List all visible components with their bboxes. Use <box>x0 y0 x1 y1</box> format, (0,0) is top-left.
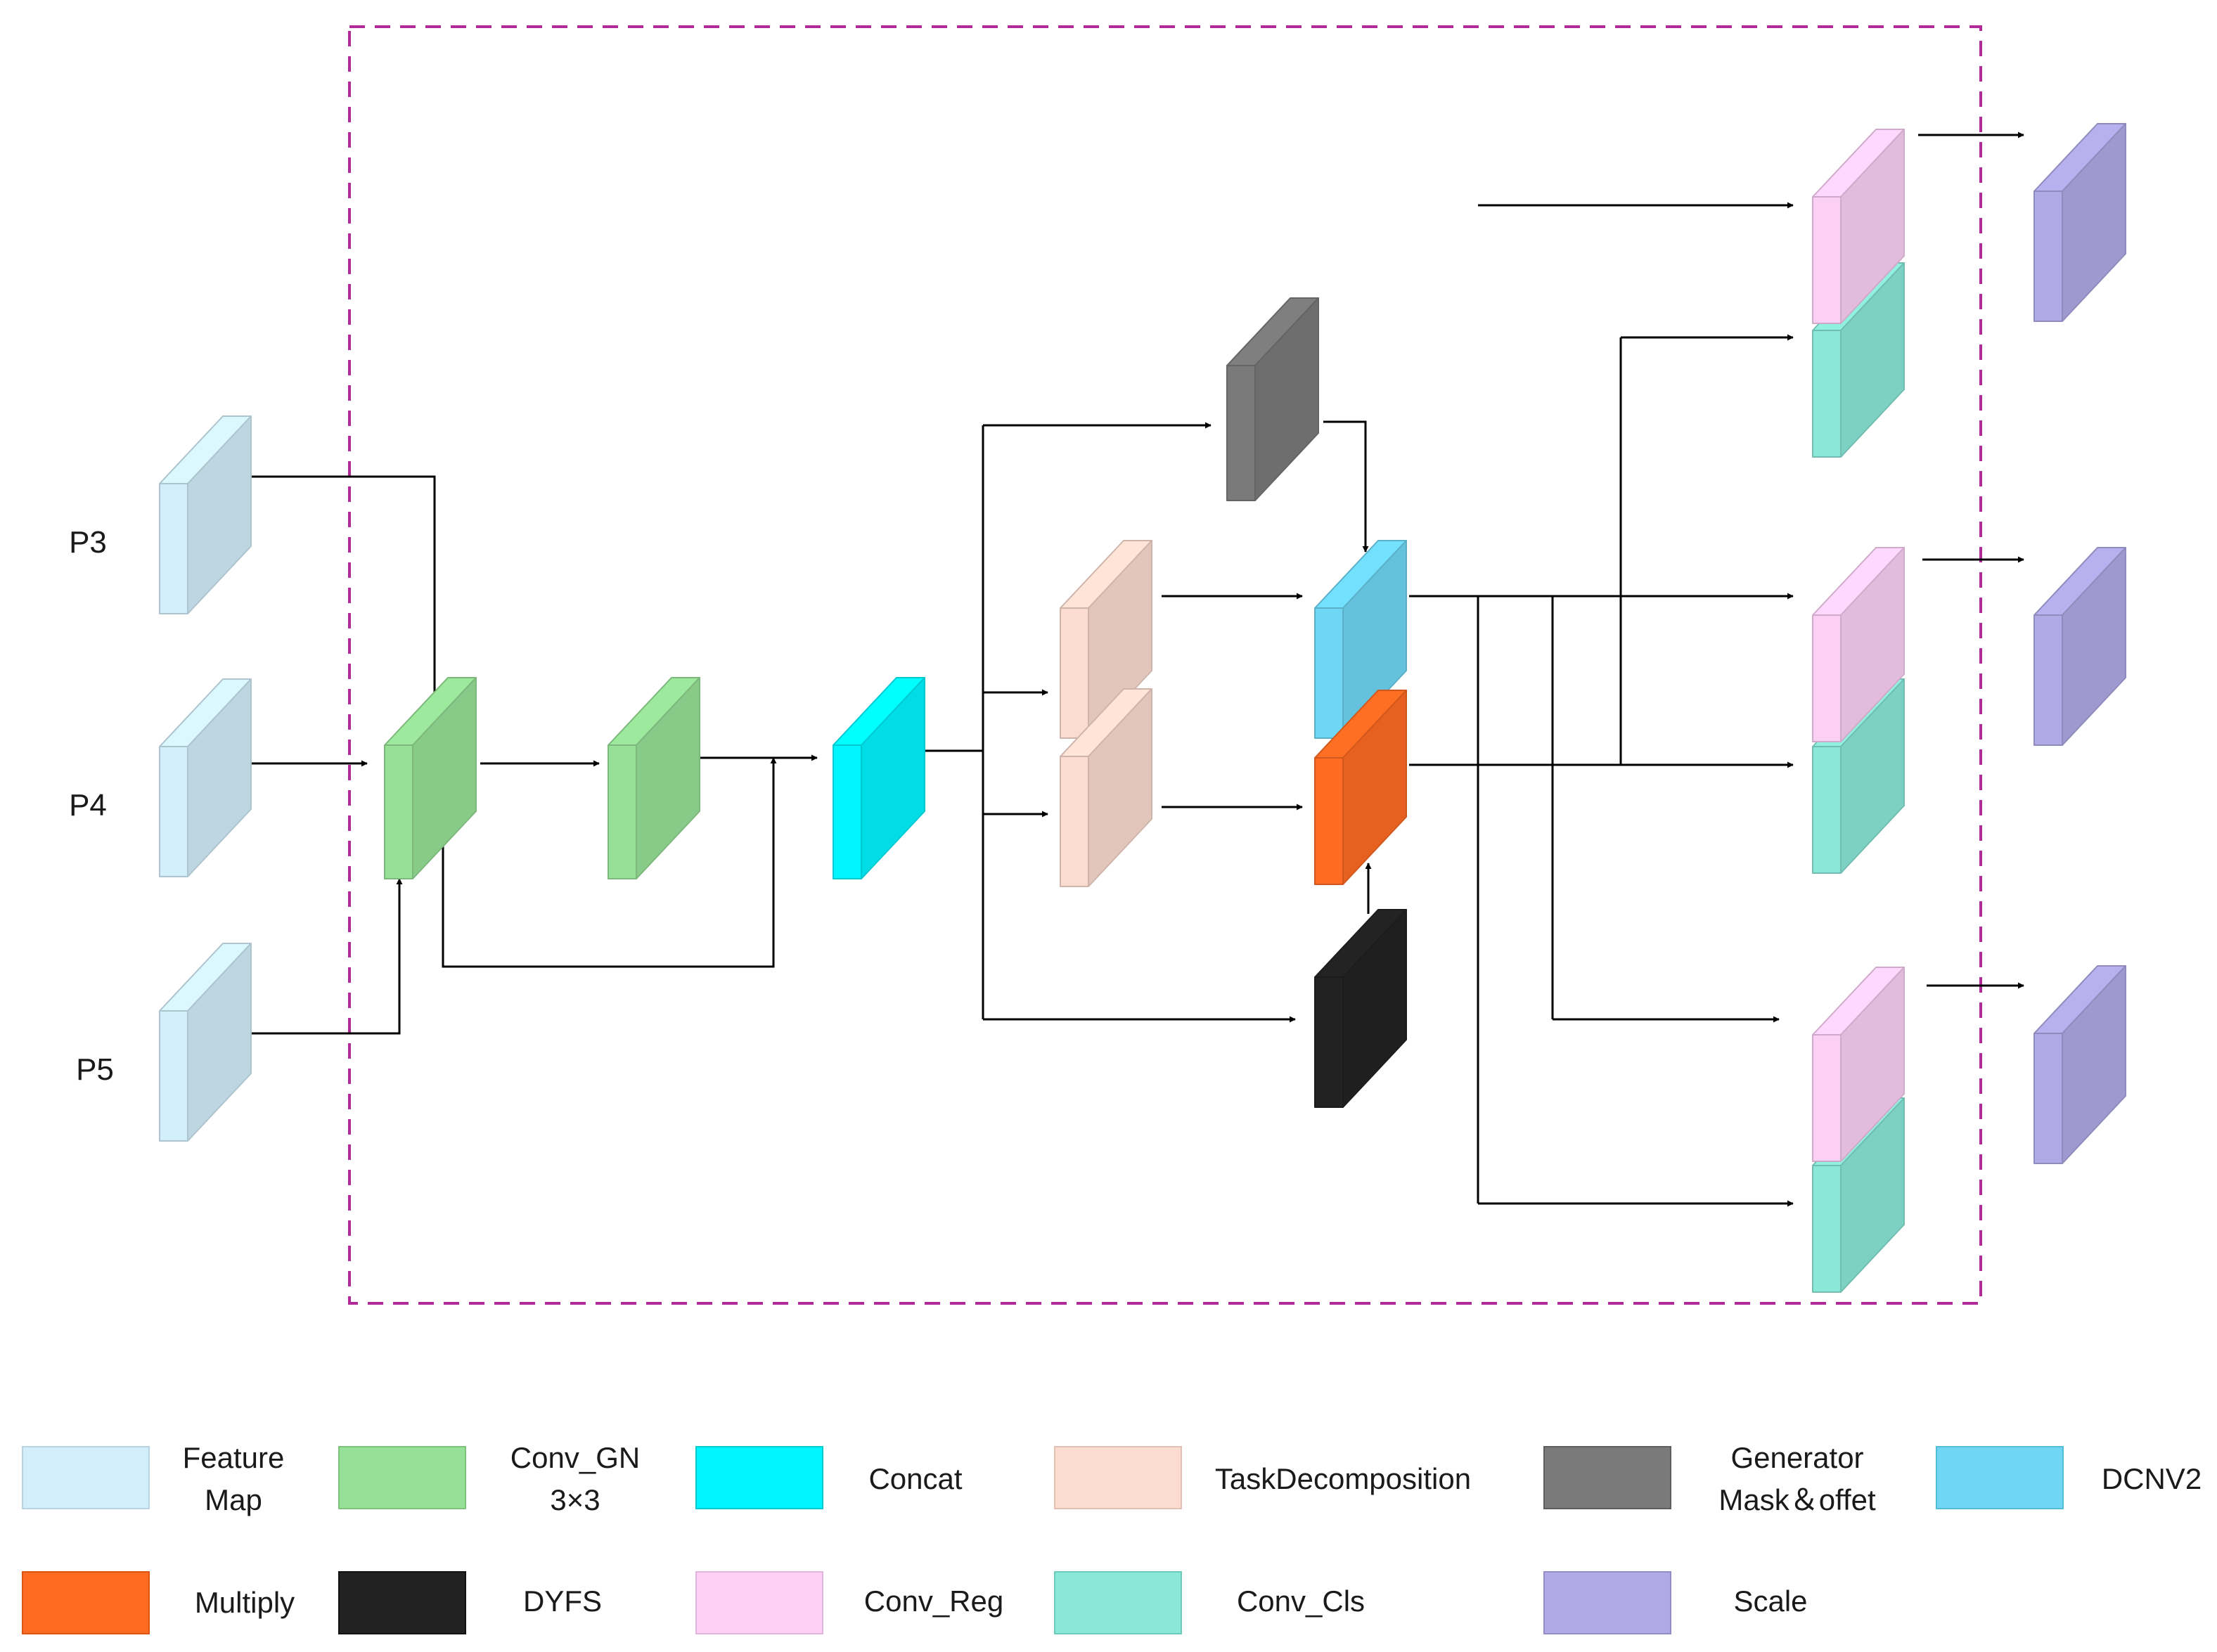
conv-reg-block-2 <box>1812 547 1905 742</box>
edge-generator-to-dcnv2 <box>1323 420 1369 553</box>
edge-p5-to-convgn <box>251 878 403 1035</box>
edge-convgn-skip <box>442 757 777 968</box>
conv-gn-block-1 <box>384 677 477 879</box>
legend-label-scale: Scale <box>1733 1585 1807 1618</box>
legend-label-feature-map-2: Map <box>205 1483 262 1516</box>
legend-swatch-concat <box>695 1446 823 1509</box>
head-boundary <box>348 25 1982 1305</box>
feature-map-p3 <box>159 415 252 614</box>
legend-label-conv-cls: Conv_Cls <box>1237 1585 1365 1618</box>
legend: Feature Map Conv_GN 3×3 Concat TaskDecom… <box>22 1441 2202 1634</box>
legend-swatch-task-decomposition <box>1054 1446 1182 1509</box>
generator-mask-offset-block <box>1226 297 1319 501</box>
legend-label-concat: Concat <box>868 1462 962 1495</box>
concat-block <box>833 677 925 879</box>
legend-swatch-dcnv2 <box>1936 1446 2064 1509</box>
legend-label-conv-gn-2: 3×3 <box>550 1483 600 1516</box>
conv-gn-block-2 <box>608 677 700 879</box>
multiply-block <box>1314 690 1407 885</box>
feature-map-p4 <box>159 678 252 877</box>
legend-swatch-scale <box>1543 1571 1671 1634</box>
legend-swatch-multiply <box>22 1571 150 1634</box>
scale-block-2 <box>2033 547 2126 746</box>
legend-swatch-conv-reg <box>695 1571 823 1634</box>
legend-swatch-dyfs <box>338 1571 466 1634</box>
legend-swatch-conv-cls <box>1054 1571 1182 1634</box>
legend-label-feature-map: Feature <box>183 1441 285 1474</box>
edge-p3-to-convgn <box>251 475 438 704</box>
legend-label-conv-gn: Conv_GN <box>510 1441 640 1474</box>
legend-label-multiply: Multiply <box>195 1586 295 1619</box>
input-label-p3: P3 <box>69 525 107 560</box>
legend-label-dyfs: DYFS <box>523 1585 602 1618</box>
legend-label-dcnv2: DCNV2 <box>2102 1462 2202 1495</box>
legend-label-conv-reg: Conv_Reg <box>864 1585 1003 1618</box>
task-decomposition-block-1 <box>1060 540 1152 739</box>
feature-map-p5 <box>159 943 252 1142</box>
input-label-p4: P4 <box>69 788 107 822</box>
input-label-p5: P5 <box>76 1052 114 1087</box>
conv-reg-block-3 <box>1812 967 1905 1162</box>
legend-swatch-conv-gn <box>338 1446 466 1509</box>
scale-block-1 <box>2033 123 2126 322</box>
legend-label-generator-2: Mask＆offet <box>1718 1483 1876 1516</box>
connectors <box>251 131 2024 1207</box>
scale-block-3 <box>2033 965 2126 1164</box>
legend-label-generator: Generator <box>1730 1441 1863 1474</box>
blocks <box>159 123 2126 1293</box>
conv-reg-block-1 <box>1812 129 1905 324</box>
dcnv2-block <box>1314 540 1407 739</box>
legend-label-task-decomposition: TaskDecomposition <box>1215 1462 1471 1495</box>
task-decomposition-block-2 <box>1060 688 1152 887</box>
dyfs-block <box>1314 909 1407 1108</box>
legend-swatch-generator <box>1543 1446 1671 1509</box>
legend-swatch-feature-map <box>22 1446 150 1509</box>
